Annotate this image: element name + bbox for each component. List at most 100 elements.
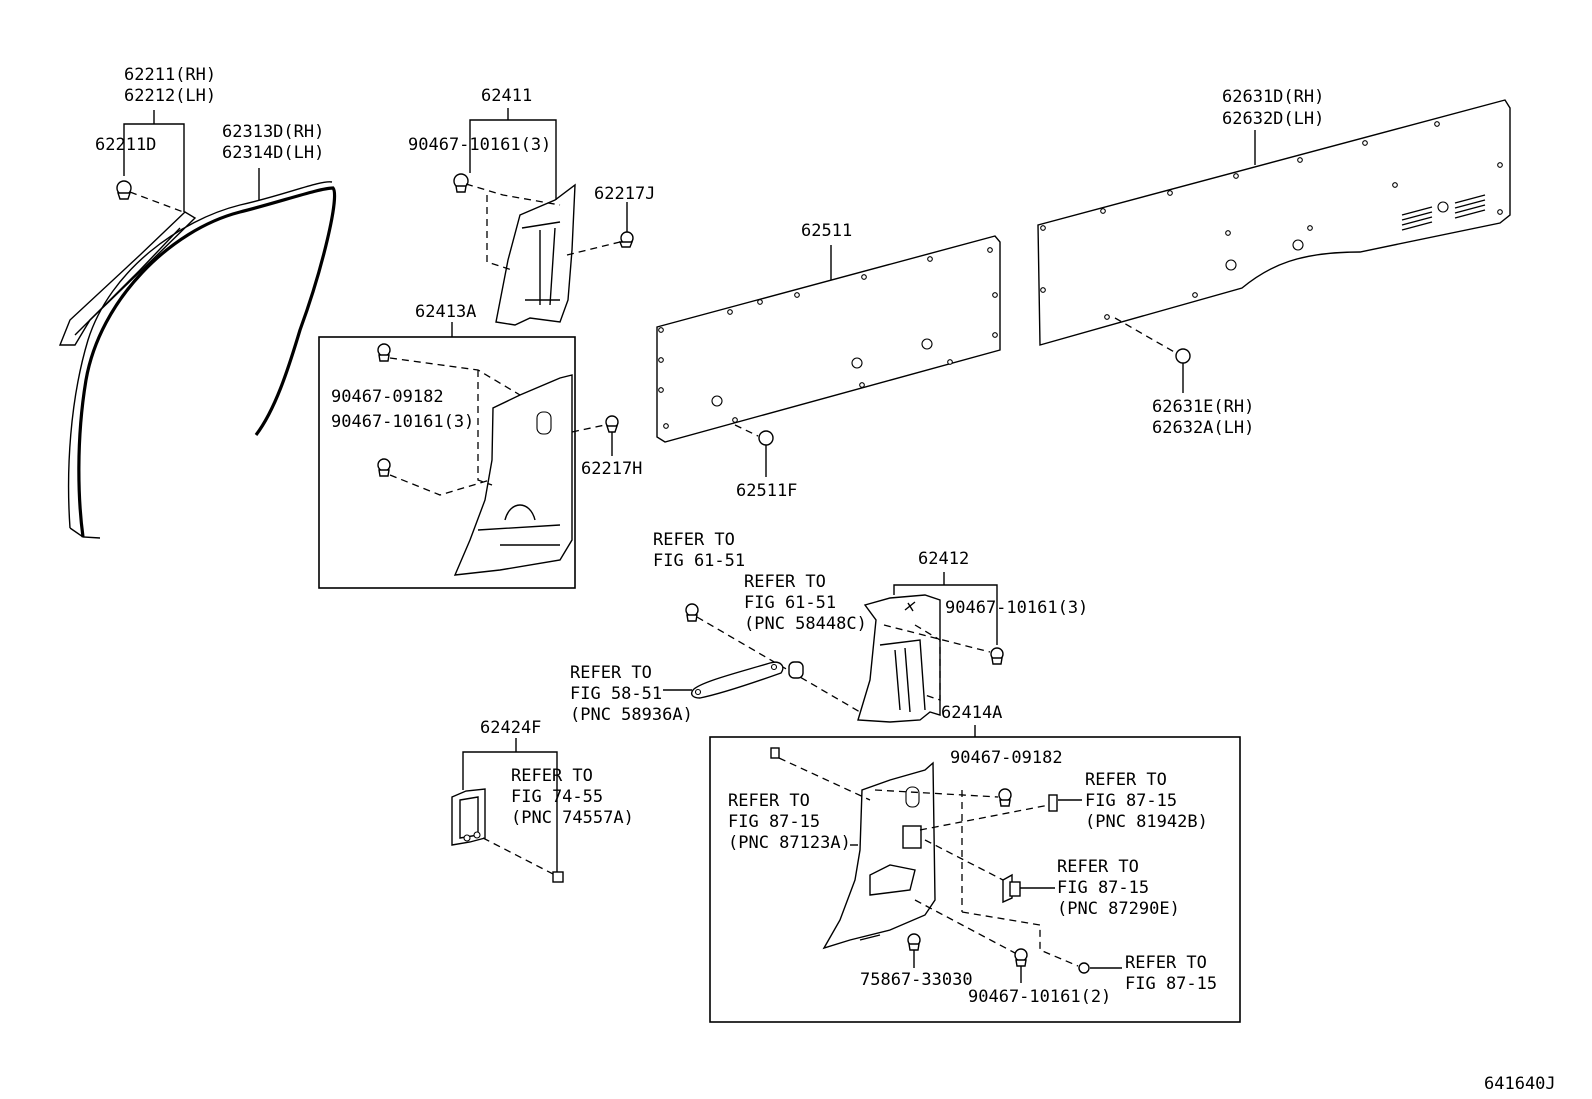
leader-dash-62413a-b [477,370,493,486]
clip-74557a [552,871,564,883]
refer-6-line1: REFER TO [1085,770,1167,790]
clip-87123a [770,747,780,759]
leader-dash-62411-a [465,183,561,206]
pillar-trim-62414a [822,761,936,950]
leader-dash-62413a-c [389,474,491,496]
bolt-refer-61-51 [685,603,699,622]
leader-dash-09182-b [874,789,999,798]
clip-81942b [1048,794,1058,812]
leader-dash-62411-b [486,195,513,271]
callout-90467-10161-a: 90467-10161(3) [408,135,551,155]
cover-62424f [451,788,486,846]
leader-dash-10161-d [914,899,1016,954]
refer-5-line3: (PNC 87123A) [728,833,851,853]
clip-62217j [618,231,634,248]
pillar-trim-62411 [495,183,576,326]
callout-62632a: 62632A(LH) [1152,418,1254,438]
bracket-62424f [462,751,558,872]
refer-4-line1: REFER TO [511,766,593,786]
callout-62631e: 62631E(RH) [1152,397,1254,417]
refer-3-line2: FIG 58-51 [570,684,662,704]
bracket-62412 [893,584,998,645]
clip-90467-10161-c [990,647,1004,665]
refer-8-line1: REFER TO [1125,953,1207,973]
refer-8-line2: FIG 87-15 [1125,974,1217,994]
clip-62631e [1175,348,1191,364]
panel-62511 [656,235,1001,443]
callout-90467-09182-b: 90467-09182 [950,748,1063,768]
refer-1-line1: REFER TO [653,530,735,550]
callout-90467-10161-d: 90467-10161(2) [968,987,1111,1007]
callout-62511f: 62511F [736,481,797,501]
refer-4-line3: (PNC 74557A) [511,808,634,828]
leader-dash-81942b [919,804,1050,831]
callout-62424f: 62424F [480,718,541,738]
refer-2-line3: (PNC 58448C) [744,614,867,634]
callout-62411: 62411 [481,86,532,106]
callout-62217j: 62217J [594,184,655,204]
refer-1-line2: FIG 61-51 [653,551,745,571]
callout-62632d: 62632D(LH) [1222,109,1324,129]
callout-62313d: 62313D(RH) [222,122,324,142]
strap-58936a [691,661,784,699]
callout-62211: 62211(RH) [124,65,216,85]
leader-62211d [129,191,187,214]
clip-90467-09182-a [377,343,391,362]
refer-6-line2: FIG 87-15 [1085,791,1177,811]
clip-90467-10161-b [377,458,391,477]
clip-refer-87-15 [1078,962,1090,974]
clip-62511f [758,430,774,446]
weatherstrip-62313d [67,181,337,539]
callout-62414a: 62414A [941,703,1002,723]
callout-90467-10161-b: 90467-10161(3) [331,412,474,432]
refer-3-line1: REFER TO [570,663,652,683]
figure-id: 641640J [1484,1074,1556,1094]
callout-62511: 62511 [801,221,852,241]
clip-90467-09182-b [998,788,1012,807]
refer-2-line2: FIG 61-51 [744,593,836,613]
refer-7-line1: REFER TO [1057,857,1139,877]
callout-62631d: 62631D(RH) [1222,87,1324,107]
refer-7-line2: FIG 87-15 [1057,878,1149,898]
panel-62631d [1037,99,1511,346]
leader-dash-refer-87-15 [961,911,1079,967]
callout-62212: 62212(LH) [124,86,216,106]
box-62413a [318,336,576,589]
clip-62217h [605,415,619,433]
leader-dash-62631e [1114,317,1177,354]
callout-62412: 62412 [918,549,969,569]
leader-dash-62217h [571,424,606,433]
pillar-garnish-62211 [58,211,197,346]
leader-dash-62217j [566,241,621,256]
leader-dash-87290e [924,839,1004,881]
refer-6-line3: (PNC 81942B) [1085,812,1208,832]
leader-dash-refer-61-51 [696,616,861,713]
clip-75867-33030 [907,933,921,951]
clip-90467-10161-d [1014,948,1028,967]
callout-62413a: 62413A [415,302,476,322]
refer-5-line1: REFER TO [728,791,810,811]
bushing-58448c [788,661,804,679]
callout-62211d: 62211D [95,135,156,155]
callout-62217h: 62217H [581,459,642,479]
refer-4-line2: FIG 74-55 [511,787,603,807]
refer-7-line3: (PNC 87290E) [1057,899,1180,919]
refer-5-line2: FIG 87-15 [728,812,820,832]
switch-87290e [1002,873,1021,904]
callout-90467-09182-a: 90467-09182 [331,387,444,407]
leader-dash-62424f [482,837,556,876]
leader-dash-87123a [778,757,871,801]
clip-90467-10161-a [453,173,469,193]
pillar-trim-62413a [453,374,573,576]
clip-62211d [116,180,132,200]
refer-2-line1: REFER TO [744,572,826,592]
refer-3-line3: (PNC 58936A) [570,705,693,725]
callout-62314d: 62314D(LH) [222,143,324,163]
callout-90467-10161-c: 90467-10161(3) [945,598,1088,618]
bracket-62411 [469,119,557,200]
leader-dash-62511f [734,424,759,437]
leader-dash-62412-b [914,624,941,701]
pillar-trim-62412 [857,594,941,723]
callout-75867-33030: 75867-33030 [860,970,973,990]
